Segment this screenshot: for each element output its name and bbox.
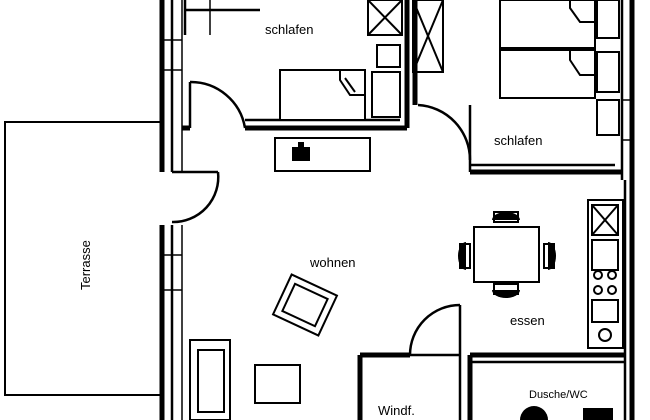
- room-label-schlafen-right: schlafen: [494, 133, 542, 148]
- room-label-windfang: Windf.: [378, 403, 415, 418]
- terrace-door: [171, 170, 220, 224]
- room-label-schlafen-left: schlafen: [265, 22, 313, 37]
- room-label-terrasse: Terrasse: [78, 240, 93, 290]
- room-label-dusche-wc: Dusche/WC: [529, 389, 588, 401]
- bedroom-right: [417, 0, 622, 175]
- outer-walls: [159, 0, 635, 420]
- terrace: [4, 121, 160, 396]
- kitchen-counter: [587, 199, 624, 349]
- room-label-wohnen: wohnen: [309, 255, 356, 270]
- entry-windfang: [357, 303, 462, 420]
- living-room: [189, 273, 339, 420]
- bedroom-left: [182, 0, 444, 172]
- dining-area: [458, 211, 556, 298]
- bathroom: [467, 352, 625, 420]
- room-label-essen: essen: [510, 313, 545, 328]
